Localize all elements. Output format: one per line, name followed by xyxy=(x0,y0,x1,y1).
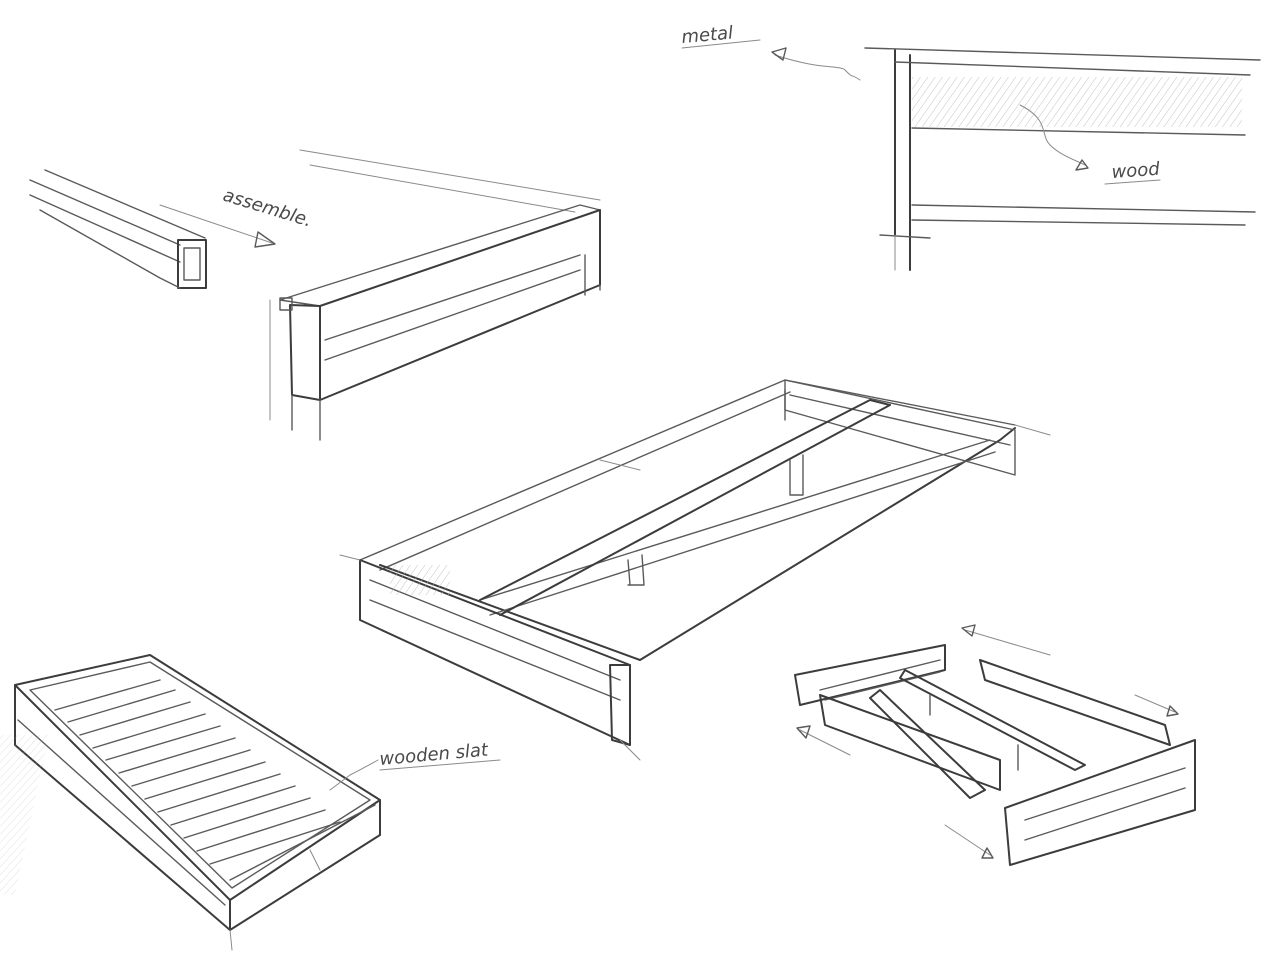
wood-pointer-arrow xyxy=(1019,104,1089,171)
metal-tube-drawing xyxy=(29,169,207,289)
wood-label-underline xyxy=(1104,179,1161,185)
slat-lines xyxy=(54,679,341,865)
bed-frame-main-drawing xyxy=(339,379,1051,761)
wood-rail-corner-drawing xyxy=(269,149,601,441)
metal-pointer-arrow xyxy=(771,47,861,81)
wooden-slat-pointer xyxy=(329,759,501,791)
assembly-sketch xyxy=(29,149,601,441)
wood-label: wood xyxy=(1111,159,1161,183)
metal-label: metal xyxy=(681,23,734,48)
direction-arrows xyxy=(796,624,1179,859)
metal-label-underline xyxy=(681,39,761,49)
assemble-arrow xyxy=(159,204,276,248)
assemble-label: assemble. xyxy=(221,185,315,232)
slatted-bed-drawing xyxy=(0,654,501,951)
exploded-frame-drawing xyxy=(794,624,1196,866)
material-detail-sketch xyxy=(771,47,1261,271)
